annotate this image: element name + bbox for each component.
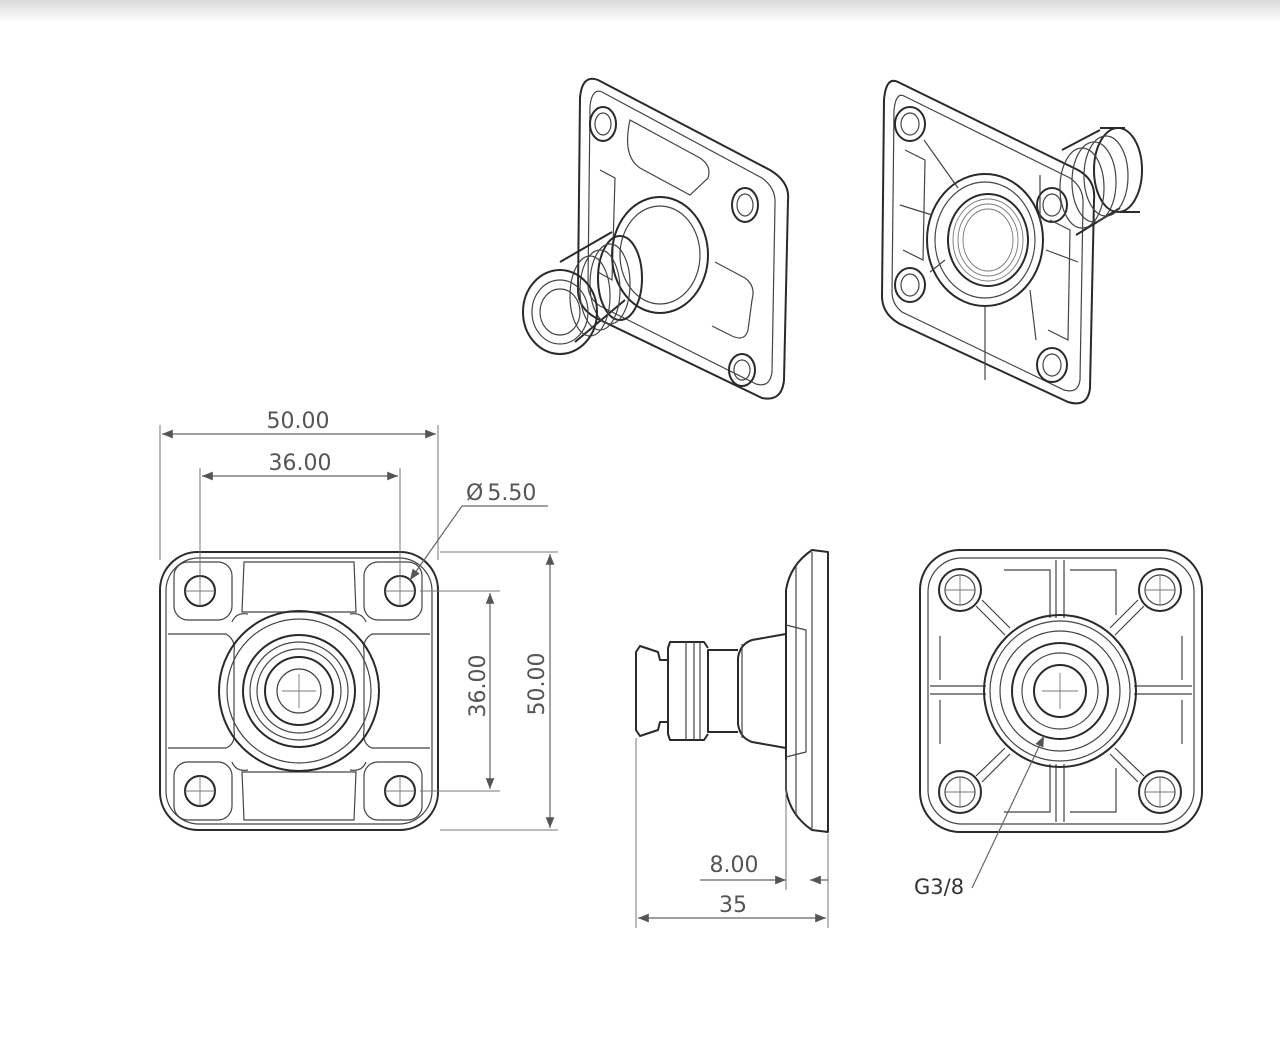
dim-height-holes: 36.00 — [466, 655, 491, 718]
dim-width-holes: 36.00 — [269, 451, 332, 476]
front-view — [159, 551, 439, 831]
side-view-dimensions: 8.00 35 — [635, 738, 829, 928]
side-view — [635, 549, 829, 833]
diameter-symbol: Ø — [466, 481, 483, 506]
thread-callout-label: G3/8 — [914, 875, 964, 899]
isometric-view-back — [881, 79, 1143, 405]
back-view — [919, 549, 1203, 833]
dim-width-overall: 50.00 — [267, 409, 330, 434]
dim-flange-thickness: 8.00 — [710, 853, 759, 878]
dim-height-overall: 50.00 — [525, 653, 550, 716]
isometric-view-front — [522, 77, 790, 400]
thread-callout: G3/8 — [914, 735, 1045, 899]
dim-hole-diameter: 5.50 — [487, 481, 536, 506]
dim-length-overall: 35 — [719, 893, 747, 918]
window-top-bar — [0, 0, 1280, 22]
